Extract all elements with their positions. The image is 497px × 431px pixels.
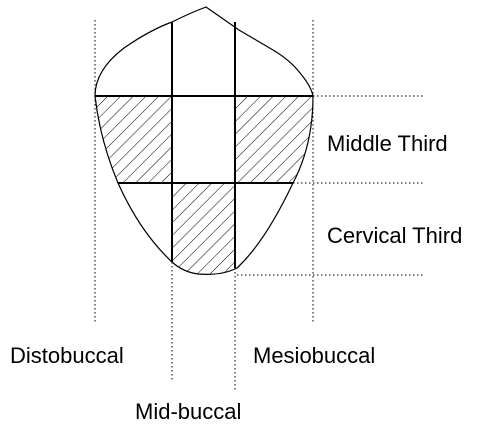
label-mid-buccal: Mid-buccal [135,401,241,423]
hatch-middle-mesiobuccal [235,96,315,183]
hatch-middle-distobuccal [90,96,172,183]
label-distobuccal: Distobuccal [10,345,124,367]
label-middle-third: Middle Third [327,133,448,155]
hatch-cervical-mid-buccal [172,183,235,278]
label-cervical-third: Cervical Third [327,225,462,247]
label-mesiobuccal: Mesiobuccal [253,345,375,367]
